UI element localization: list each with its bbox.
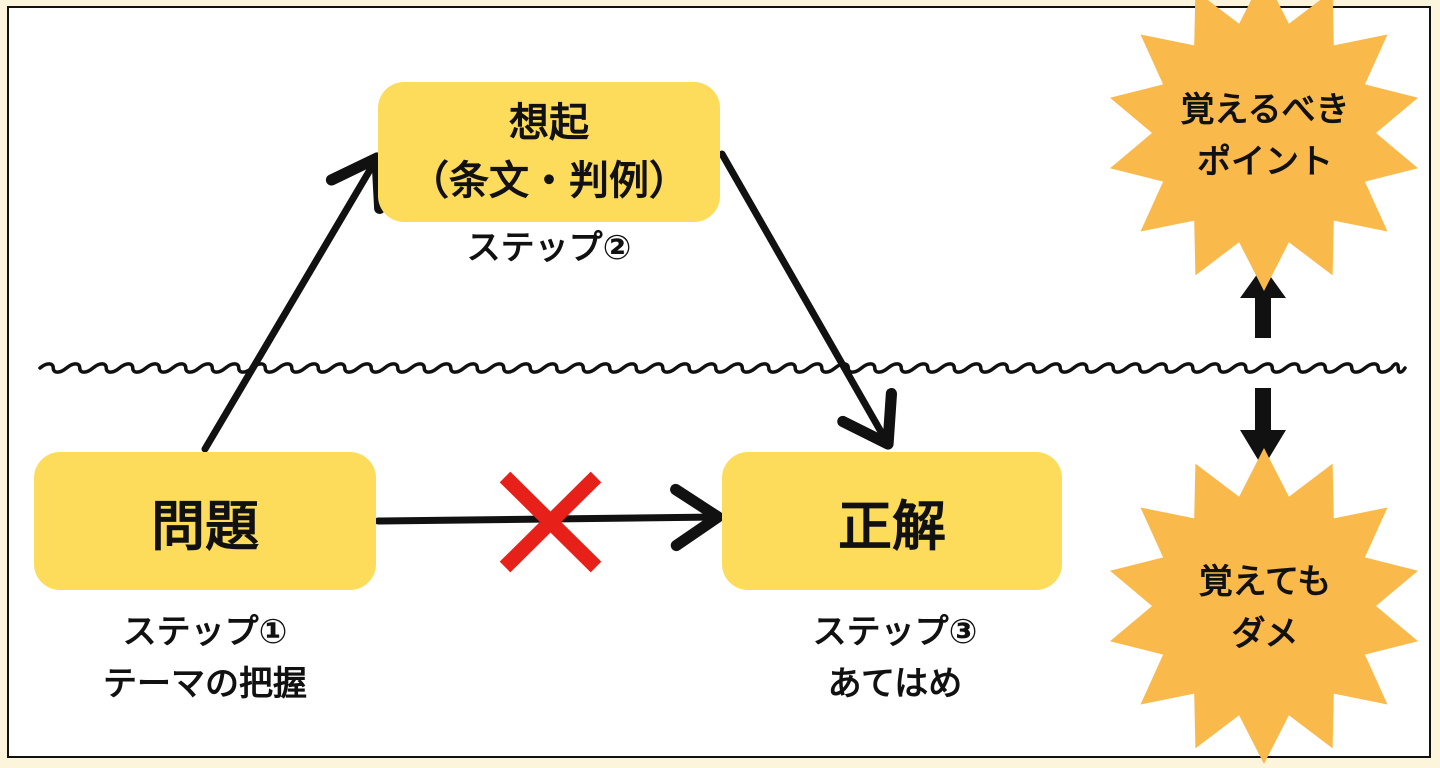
answer-caption-desc: あてはめ (827, 664, 963, 704)
starburst-top-icon (1110, 0, 1418, 291)
memorize-callout-line1: 覚えるべき (1180, 90, 1350, 130)
recall-node-title: 想起 (509, 100, 589, 146)
down-arrow-icon (1240, 388, 1286, 468)
useless-callout-text: 覚えても ダメ (1134, 556, 1396, 660)
answer-caption: ステップ③ あてはめ (730, 606, 1060, 710)
recall-caption: ステップ② (466, 228, 632, 268)
problem-node: 問題 (34, 452, 376, 590)
problem-caption-step: ステップ① (122, 612, 288, 652)
cross-mark-icon (499, 471, 602, 573)
starburst-bottom-icon (1110, 448, 1418, 764)
answer-caption-step: ステップ③ (812, 612, 978, 652)
recall-node-subtitle: （条文・判例） (409, 158, 689, 204)
problem-caption: ステップ① テーマの把握 (40, 606, 370, 710)
useless-callout-line2: ダメ (1231, 614, 1299, 654)
recall-node: 想起 （条文・判例） (378, 82, 720, 222)
problem-caption-desc: テーマの把握 (103, 664, 307, 704)
memorize-callout-text: 覚えるべき ポイント (1134, 84, 1396, 188)
answer-node-label: 正解 (838, 494, 946, 558)
useless-callout-line1: 覚えても (1198, 562, 1332, 602)
wavy-divider-line (38, 362, 1407, 374)
answer-node: 正解 (722, 452, 1062, 590)
arrow-problem-to-recall (201, 152, 386, 453)
arrow-recall-to-answer (718, 150, 898, 450)
problem-node-label: 問題 (151, 494, 259, 558)
memorize-callout-line2: ポイント (1197, 142, 1333, 182)
